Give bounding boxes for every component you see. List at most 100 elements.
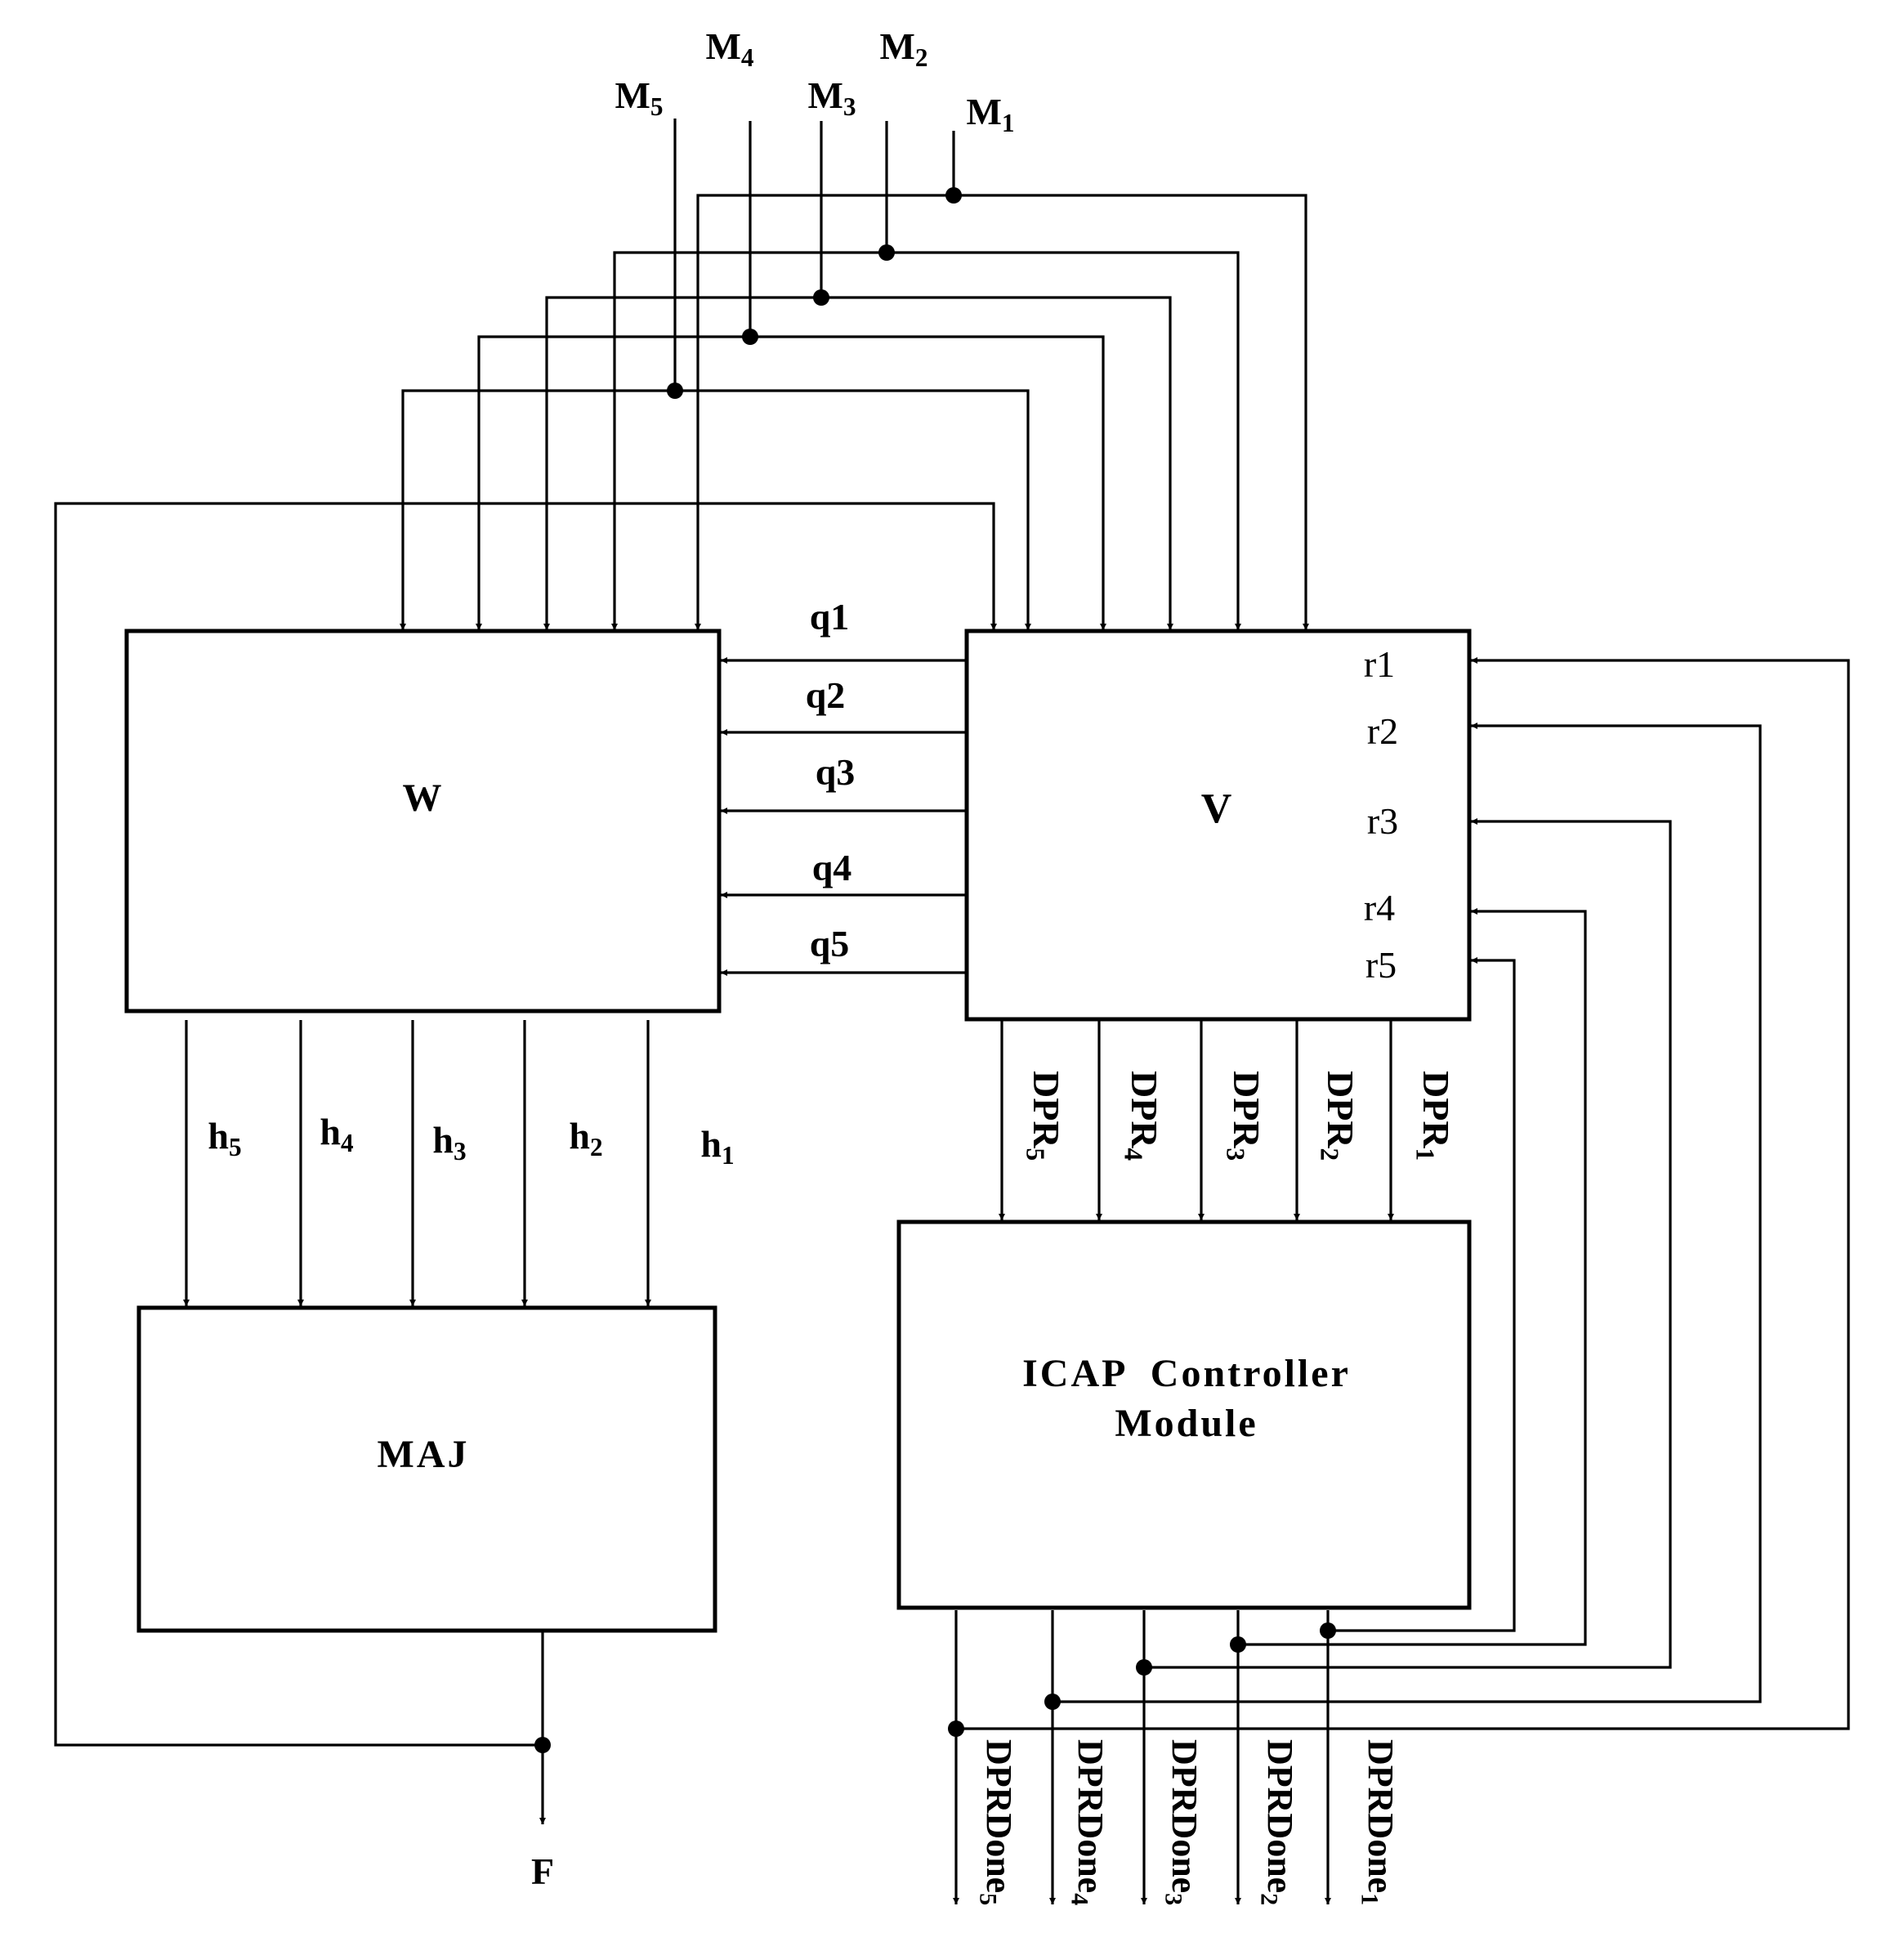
q2-label: q2	[806, 674, 846, 716]
q5-label: q5	[810, 923, 850, 964]
m3-label: M3	[807, 74, 856, 121]
h1-label: h1	[700, 1123, 734, 1170]
r2-label: r2	[1367, 710, 1398, 752]
dpr2-label-sub: 2	[1315, 1148, 1343, 1161]
r1-label: r1	[1364, 643, 1395, 685]
m4-junction-dot	[742, 329, 758, 345]
m3-to-v-wire	[821, 296, 1173, 630]
m1-label-sub: 1	[1002, 109, 1015, 137]
m4-label-base: M	[705, 25, 740, 67]
block-v-title: V	[1201, 785, 1235, 832]
dprdone2-label: DPRDone2	[1256, 1739, 1300, 1905]
dpr1-label-sub: 1	[1410, 1148, 1439, 1161]
dpr1-label-base: DPR	[1415, 1071, 1457, 1148]
h2-label-base: h	[569, 1115, 590, 1157]
m2-label: M2	[879, 25, 927, 72]
block-v	[964, 629, 1472, 1022]
dpr2-label: DPR2	[1315, 1071, 1361, 1161]
r4-label: r4	[1364, 887, 1395, 928]
h2-label-sub: 2	[590, 1133, 603, 1161]
dprdone2-label-base: DPRDone	[1260, 1739, 1300, 1893]
h4-label-base: h	[320, 1111, 341, 1152]
dpr3-label-base: DPR	[1226, 1071, 1267, 1148]
q3-label: q3	[816, 751, 856, 793]
dpr3-label: DPR3	[1221, 1071, 1267, 1161]
dprdone5-label-sub: 5	[975, 1893, 1002, 1905]
block-icap	[896, 1219, 1472, 1610]
m5-to-v-wire	[675, 389, 1031, 630]
m1-junction-dot	[945, 187, 962, 204]
q4-label: q4	[812, 847, 852, 888]
block-icap-title-line2: Module	[1115, 1402, 1258, 1445]
r2-feedback-wire	[1053, 723, 1762, 1703]
r4-feedback-wire	[1238, 908, 1587, 1646]
m4-to-w-wire	[476, 335, 750, 630]
h5-label-base: h	[208, 1115, 229, 1157]
h4-label-sub: 4	[341, 1129, 354, 1157]
dprdone1-label-base: DPRDone	[1361, 1739, 1401, 1893]
r-feedback-wires: r1 r2 r3 r4 r5	[948, 643, 1850, 1737]
m5-label-sub: 5	[650, 92, 664, 121]
m5-junction-dot	[667, 383, 683, 399]
dprdone5-label-base: DPRDone	[979, 1739, 1019, 1893]
m2-junction-dot	[878, 244, 895, 261]
r5-feedback-wire	[1328, 957, 1516, 1632]
h4-label: h4	[320, 1111, 354, 1157]
m3-junction-dot	[813, 289, 829, 306]
m1-label: M1	[966, 91, 1014, 137]
h3-label-base: h	[432, 1119, 454, 1161]
m5-label: M5	[615, 74, 663, 121]
h3-label: h3	[432, 1119, 466, 1166]
dprdone4-label-sub: 4	[1066, 1893, 1093, 1905]
dpr2-label-base: DPR	[1320, 1071, 1361, 1148]
dpr4-label-base: DPR	[1124, 1071, 1165, 1148]
f-output-label: F	[531, 1850, 554, 1892]
f-feedback-wire	[54, 502, 997, 1747]
m4-label: M4	[705, 25, 753, 72]
m4-to-v-wire	[750, 335, 1106, 630]
r1-feedback-wire	[956, 657, 1850, 1730]
dprdone4-label: DPRDone4	[1066, 1739, 1111, 1905]
dpr5-label-sub: 5	[1021, 1148, 1049, 1161]
r5-label: r5	[1365, 944, 1397, 986]
m1-to-v-wire	[954, 194, 1309, 630]
dpr5-label: DPR5	[1021, 1071, 1067, 1161]
block-w-title: W	[403, 776, 445, 820]
dprdone1-label: DPRDone1	[1356, 1739, 1401, 1905]
f-junction-dot	[534, 1737, 551, 1753]
dpr1-label: DPR1	[1410, 1071, 1457, 1161]
h2-label: h2	[569, 1115, 602, 1161]
h5-label-sub: 5	[229, 1133, 242, 1161]
h3-label-sub: 3	[454, 1137, 467, 1166]
block-maj	[136, 1305, 717, 1633]
q1-label: q1	[810, 596, 850, 638]
m4-label-sub: 4	[741, 43, 754, 72]
m1-to-w-wire	[695, 194, 954, 630]
block-w	[124, 629, 722, 1014]
m3-to-w-wire	[543, 296, 821, 630]
dpr3-label-sub: 3	[1221, 1148, 1249, 1161]
dprdone2-label-sub: 2	[1256, 1893, 1283, 1905]
r3-label: r3	[1367, 800, 1398, 842]
m5-label-base: M	[615, 74, 650, 116]
f-output-wire: F	[54, 502, 997, 1892]
dprdone4-label-base: DPRDone	[1070, 1739, 1111, 1893]
m5-to-w-wire	[400, 389, 675, 630]
dprdone3-label-base: DPRDone	[1164, 1739, 1205, 1893]
h5-label: h5	[208, 1115, 241, 1161]
m3-label-sub: 3	[843, 92, 856, 121]
h1-label-base: h	[700, 1123, 722, 1165]
h1-label-sub: 1	[722, 1141, 735, 1170]
m1-label-base: M	[966, 91, 1001, 132]
q-wires: q1 q2 q3 q4 q5	[721, 596, 966, 976]
r3-feedback-wire	[1144, 818, 1672, 1669]
m-input-wires	[400, 119, 1309, 630]
m2-to-v-wire	[887, 251, 1241, 630]
dprdone5-label: DPRDone5	[975, 1739, 1019, 1905]
dpr4-label-sub: 4	[1119, 1148, 1147, 1161]
